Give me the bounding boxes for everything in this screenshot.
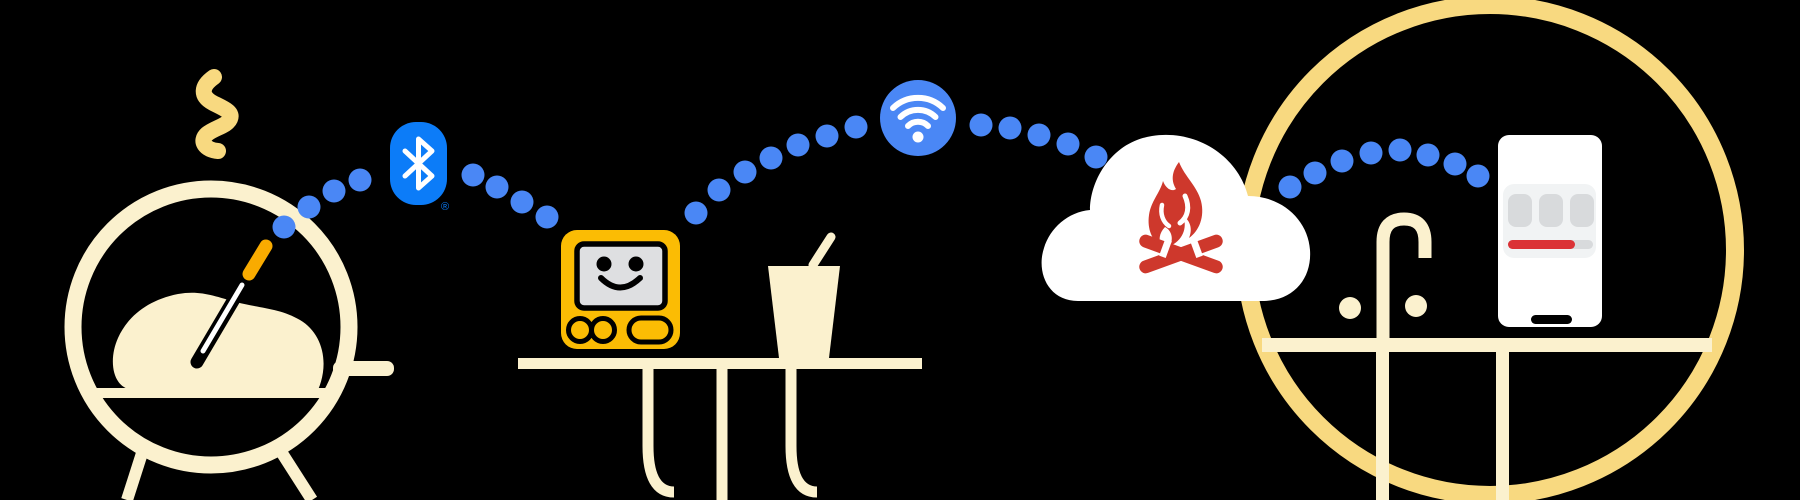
app-tile [1570,194,1594,227]
food-icon [112,292,324,390]
table-leg [785,369,818,498]
kitchen-counter [1262,212,1712,500]
countertop [1262,338,1712,352]
connection-dots-wifi-to-cloud [969,113,1108,169]
smiley-eye [596,256,612,272]
wifi-arc [890,94,946,111]
app-tile [1508,194,1532,227]
home-indicator [1531,315,1572,324]
probe-tip [242,239,273,281]
probe-icon [190,239,273,369]
decorative-gold-circle [1236,0,1744,500]
bluetooth-icon: ® [390,122,449,213]
wifi-circle [880,80,956,156]
grill-kettle [64,180,358,474]
monitor-pill-button [626,315,674,345]
faucet-handle [1339,297,1361,319]
smiley-face-icon [596,256,644,291]
table [518,358,922,500]
log-notch [1159,238,1172,259]
grill-leg-left [121,448,149,500]
monitor-screen [574,241,668,311]
connection-dots-monitor-to-wifi [684,115,868,225]
monitor-button [589,316,617,344]
smoke-icon [195,69,239,159]
cabinet-divider [1376,352,1389,500]
app-tile [1539,194,1563,227]
campfire-icon [1139,162,1223,274]
monitor-icon [561,230,680,349]
cup-body [768,266,840,358]
campfire-cloud-icon [1041,134,1311,301]
straw [808,232,836,270]
grill-handle [333,361,394,376]
progress-bar [1508,240,1575,249]
connection-dots-cloud-to-phone [1278,138,1490,199]
grill-leg-right [274,446,318,500]
grill-icon [64,69,394,500]
flame-detail [1159,202,1172,229]
connection-dots-grill-to-monitor [272,163,559,239]
bluetooth-registered-mark: ® [441,201,449,213]
wifi-icon [880,80,956,156]
faucet-icon [1376,212,1432,346]
smiley-eye [628,256,644,272]
wifi-arc [905,118,931,129]
table-leg [642,369,675,498]
bluetooth-rune [402,136,435,191]
probe-highlight [200,282,245,354]
tabletop [518,358,922,369]
phone-icon [1498,135,1602,327]
log-notch [1190,238,1203,259]
flame-detail [1177,193,1191,226]
wifi-dot [912,131,924,143]
drink-cup-icon [768,232,840,358]
smiley-mouth [598,275,643,291]
wifi-arc [897,106,939,120]
faucet-handle [1405,295,1427,317]
campfire-flame [1148,162,1203,247]
cabinet-divider [1496,352,1509,500]
